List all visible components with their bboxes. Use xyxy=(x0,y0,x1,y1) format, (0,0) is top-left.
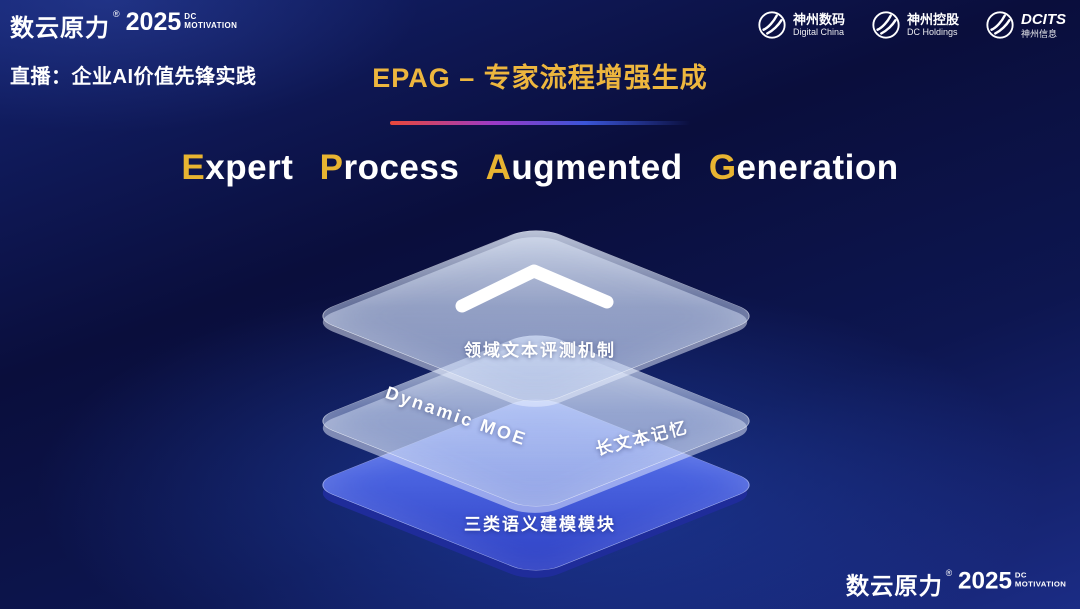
registered-mark-icon: ® xyxy=(945,568,952,578)
brand-subtitle: DC MOTIVATION xyxy=(184,12,237,30)
dcits-swoosh-icon xyxy=(986,11,1014,39)
brand-logo-bottom: 数云原力 ® 2025 DC MOTIVATION xyxy=(846,567,1066,601)
partner-dc-holdings: 神州控股 DC Holdings xyxy=(871,10,959,40)
brand-year: 2025 xyxy=(125,8,182,36)
partner-logos: 神州数码 Digital China 神州控股 DC Holdings DC xyxy=(757,10,1066,40)
brand-sub-line2: MOTIVATION xyxy=(184,21,238,31)
epag-subtitle: Expert Process Augmented Generation xyxy=(0,148,1080,188)
brand-year: 2025 xyxy=(957,567,1012,595)
live-stream-label: 直播：企业AI价值先锋实践 xyxy=(10,66,257,88)
registered-mark-icon: ® xyxy=(113,9,120,19)
layer-label-evaluation: 领域文本评测机制 xyxy=(464,341,616,360)
brand-sub-line1: DC xyxy=(184,12,197,21)
subtitle-word: Augmented xyxy=(485,148,683,187)
partner-dcits: DCITS 神州信息 xyxy=(985,10,1066,40)
partner-text: 神州控股 DC Holdings xyxy=(907,12,959,38)
subtitle-word: Generation xyxy=(708,148,899,187)
page-title: EPAG – 专家流程增强生成 xyxy=(372,63,708,93)
layer-label-semantic-modules: 三类语义建模模块 xyxy=(464,515,616,534)
partner-name: 神州控股 xyxy=(906,11,959,27)
brand-sub-line1: DC xyxy=(1014,570,1027,580)
partner-digital-china: 神州数码 Digital China xyxy=(757,10,845,40)
gradient-divider xyxy=(390,121,690,125)
partner-text: DCITS 神州信息 xyxy=(1021,11,1066,40)
partner-text: 神州数码 Digital China xyxy=(793,12,845,38)
subtitle-word: Process xyxy=(319,148,460,187)
partner-sub: DC Holdings xyxy=(906,27,958,38)
chevron-up-icon xyxy=(455,264,614,313)
partner-sub: Digital China xyxy=(792,27,844,38)
partner-name: 神州数码 xyxy=(792,11,845,27)
digital-china-swoosh-icon xyxy=(758,11,786,39)
subtitle-word: Expert xyxy=(181,148,294,187)
partner-name: DCITS xyxy=(1021,10,1066,28)
brand-subtitle: DC MOTIVATION xyxy=(1015,571,1066,589)
partner-sub: 神州信息 xyxy=(1021,28,1058,39)
brand-logo-top: 数云原力 ® 2025 DC MOTIVATION xyxy=(10,8,237,43)
brand-name: 数云原力 xyxy=(845,573,943,601)
dc-holdings-swoosh-icon xyxy=(872,11,900,39)
brand-name: 数云原力 xyxy=(10,15,110,42)
brand-sub-line2: MOTIVATION xyxy=(1014,579,1066,589)
